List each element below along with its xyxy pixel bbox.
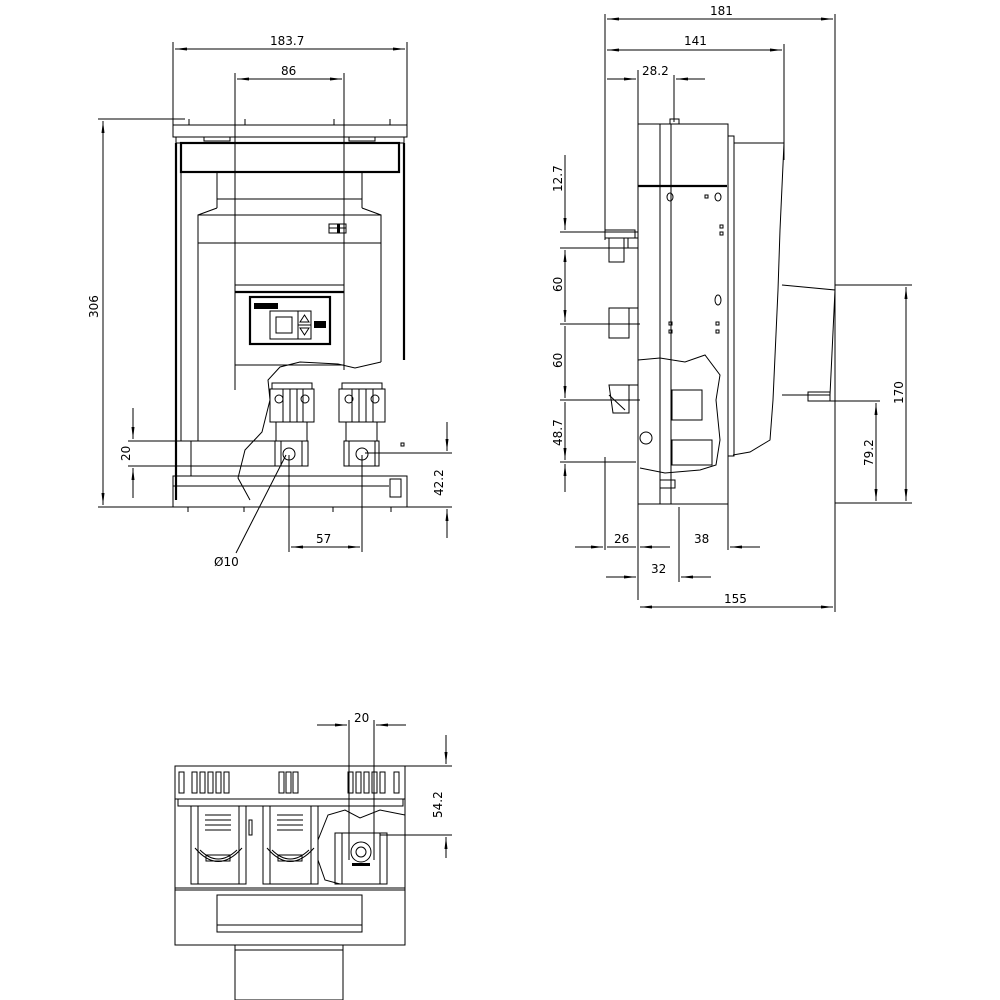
dim-label-20-bottom: 20 xyxy=(354,711,369,725)
front-view: 183.7 86 306 20 42 xyxy=(87,34,452,569)
dim-label-48.7: 48.7 xyxy=(551,419,565,446)
dim-label-183.7: 183.7 xyxy=(270,34,304,48)
side-body xyxy=(604,118,836,505)
terminal-block-1 xyxy=(190,805,247,885)
dim-label-155: 155 xyxy=(724,592,747,606)
dim-label-86: 86 xyxy=(281,64,296,78)
dim-label-79.2: 79.2 xyxy=(862,439,876,466)
dim-overall-depth: 181 xyxy=(604,4,836,612)
dim-label-306: 306 xyxy=(87,295,101,318)
front-body xyxy=(172,119,408,512)
terminal-block-3 xyxy=(317,809,406,885)
dim-handle-width: 86 xyxy=(234,64,345,390)
dim-terminal-spacing-1: 60 xyxy=(551,250,640,325)
side-view: 181 141 28.2 12.7 60 xyxy=(551,4,912,612)
dim-label-60-a: 60 xyxy=(551,277,565,292)
dim-overall-height: 306 xyxy=(87,118,185,508)
dim-front-offset: 28.2 xyxy=(607,64,705,600)
vent-grille-icon xyxy=(328,223,347,234)
dim-label-38: 38 xyxy=(694,532,709,546)
dim-handle-low-edge: 79.2 xyxy=(826,400,880,501)
dim-label-diameter: Ø10 xyxy=(214,555,239,569)
dim-label-57: 57 xyxy=(316,532,331,546)
vent-slots xyxy=(178,771,400,794)
bottom-body xyxy=(174,765,406,1000)
dim-label-141: 141 xyxy=(684,34,707,48)
dim-bottom-terminal-width: 20 xyxy=(317,711,406,860)
bottom-view: 20 54.2 xyxy=(174,711,452,1000)
dim-mount-offset: 32 xyxy=(606,507,711,582)
dim-label-181: 181 xyxy=(710,4,733,18)
terminal-block-2 xyxy=(262,805,319,885)
dim-label-170: 170 xyxy=(892,381,906,404)
dim-hole-diameter: Ø10 xyxy=(214,454,287,569)
dim-label-28.2: 28.2 xyxy=(642,64,669,78)
dim-label-54.2: 54.2 xyxy=(431,791,445,818)
dim-overall-width: 183.7 xyxy=(172,34,408,125)
dim-bottom-terminal-height: 54.2 xyxy=(380,735,452,858)
arrow-down-icon xyxy=(299,327,310,336)
dim-terminal-center: 42.2 xyxy=(365,422,452,538)
dim-top-offset: 12.7 xyxy=(551,155,638,272)
display-module xyxy=(248,295,332,346)
dim-terminal-pitch: 57 xyxy=(288,455,363,552)
dim-label-26: 26 xyxy=(614,532,629,546)
dim-label-12.7: 12.7 xyxy=(551,165,565,192)
dim-label-42.2: 42.2 xyxy=(432,469,446,496)
dim-label-60-b: 60 xyxy=(551,353,565,368)
dim-mount-depth: 155 xyxy=(640,592,833,609)
arrow-up-icon xyxy=(299,314,310,323)
dim-label-20: 20 xyxy=(119,446,133,461)
dim-handle-height: 170 xyxy=(835,284,912,504)
dim-bottom-terminal: 48.7 xyxy=(551,402,636,492)
dim-label-32: 32 xyxy=(651,562,666,576)
dim-terminal-spacing-2: 60 xyxy=(551,326,640,401)
dim-body-depth: 141 xyxy=(607,34,785,160)
dim-terminal-height: 20 xyxy=(119,408,275,498)
